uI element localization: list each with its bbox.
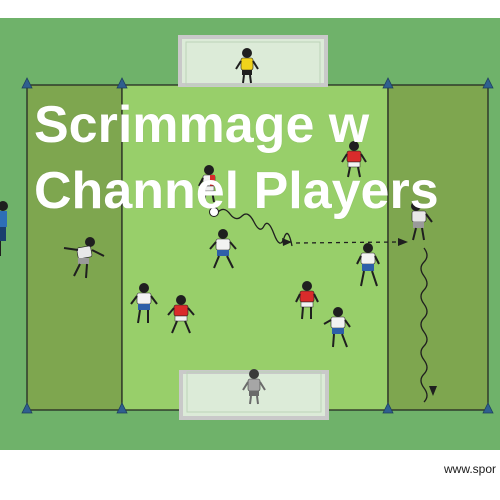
player-icon xyxy=(341,141,367,178)
dribble-arrow-head xyxy=(282,238,292,246)
player-icon xyxy=(130,283,158,324)
cone-icon xyxy=(116,402,128,414)
player-icon xyxy=(209,229,237,269)
pass-arrow-head xyxy=(398,238,408,246)
cone-icon xyxy=(116,77,128,89)
cones xyxy=(21,77,494,414)
drill-title: Scrimmage w Channel Players xyxy=(34,92,494,224)
cone-icon xyxy=(382,77,394,89)
ball-icon xyxy=(209,207,219,217)
player-icon xyxy=(63,237,105,279)
watermark-text: www.spor xyxy=(444,462,497,476)
player-icon xyxy=(356,243,380,287)
cone-icon xyxy=(482,402,494,414)
player-icon xyxy=(0,201,8,256)
channel-arrow-head xyxy=(429,386,437,396)
player-icon xyxy=(295,281,319,320)
cone-icon xyxy=(482,77,494,89)
drill-title-line-2: Channel Players xyxy=(34,162,439,220)
player-icon xyxy=(198,165,216,203)
player-icon xyxy=(235,48,259,84)
drill-title-line-1: Scrimmage w xyxy=(34,96,370,154)
player-icon xyxy=(411,201,433,241)
right-channel xyxy=(387,84,489,411)
cone-icon xyxy=(382,402,394,414)
player-icon xyxy=(167,295,195,334)
player-icon xyxy=(242,369,266,405)
channel-dribble-path-icon xyxy=(420,247,428,403)
left-channel xyxy=(26,84,123,411)
cone-icon xyxy=(21,402,33,414)
pass-arrow-icon xyxy=(295,241,399,244)
cone-icon xyxy=(21,77,33,89)
player-icon xyxy=(323,307,351,348)
